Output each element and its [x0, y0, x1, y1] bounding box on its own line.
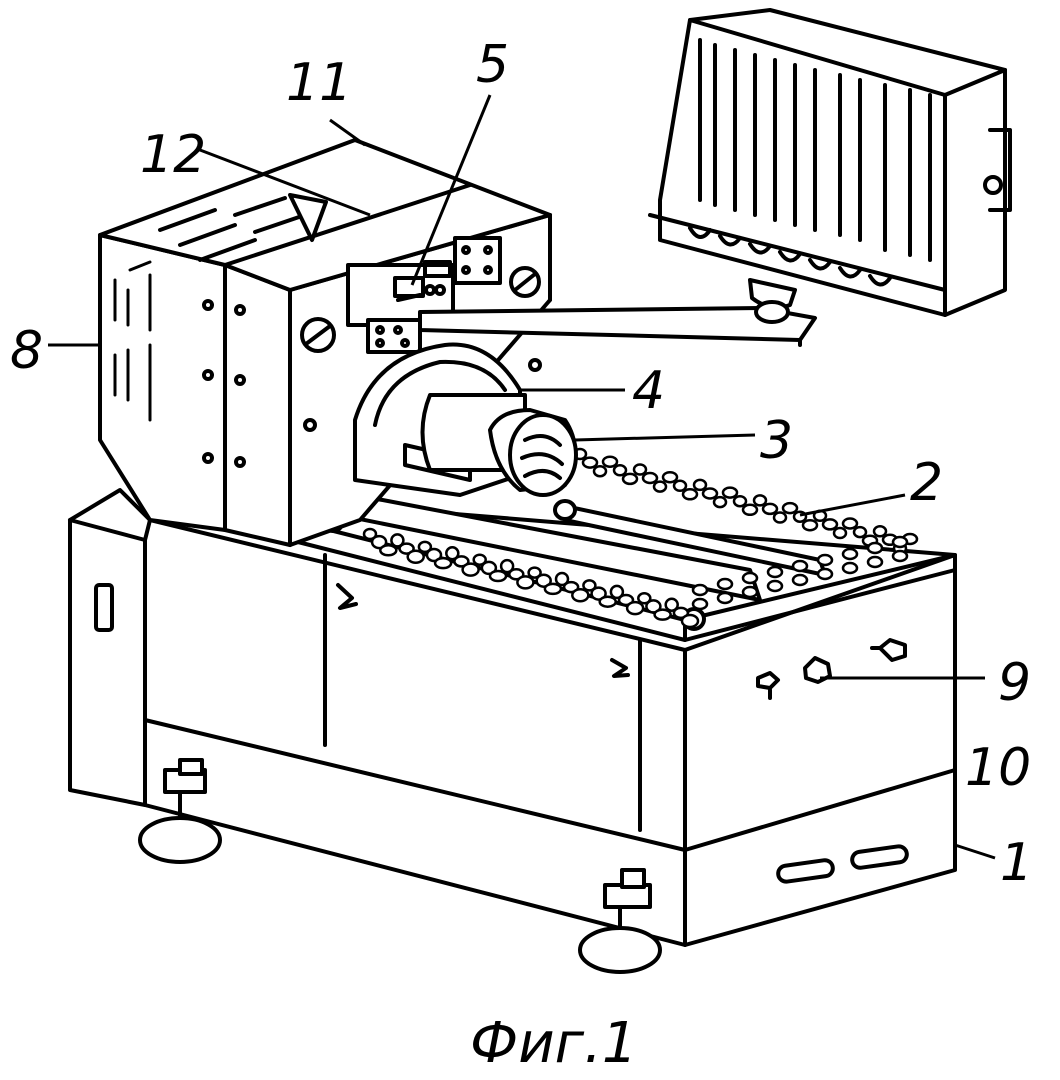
shot-ball — [874, 526, 886, 536]
shot-ball — [783, 503, 797, 513]
shot-ball — [703, 489, 717, 499]
shot-ball — [654, 482, 666, 492]
shot-ball — [718, 593, 732, 603]
shot-ball — [623, 474, 637, 484]
figure-caption: Фиг.1 — [470, 1011, 637, 1076]
numeral-11b: 11 — [286, 53, 352, 113]
shot-ball — [774, 513, 786, 523]
shot-ball — [743, 573, 757, 583]
shot-ball — [694, 480, 706, 490]
shot-ball — [743, 587, 757, 597]
shot-ball — [763, 504, 777, 514]
shot-ball — [843, 519, 857, 529]
numeral-4: 4 — [632, 361, 665, 421]
shot-ball — [380, 545, 396, 555]
shot-ball — [803, 520, 817, 530]
shot-ball — [754, 495, 766, 505]
shot-ball — [718, 579, 732, 589]
shot-ball — [643, 473, 657, 483]
shot-ball — [893, 537, 907, 547]
numeral-2: 2 — [910, 453, 943, 513]
shot-ball — [603, 457, 617, 467]
numeral-1: 1 — [1000, 833, 1033, 893]
shot-ball — [627, 602, 643, 614]
shot-ball — [818, 555, 832, 565]
shot-ball — [818, 569, 832, 579]
shot-ball — [734, 496, 746, 506]
numeral-5: 5 — [476, 35, 509, 95]
shot-ball — [868, 557, 882, 567]
shot-ball — [594, 466, 606, 476]
shot-ball — [682, 615, 698, 627]
shot-ball — [793, 561, 807, 571]
shot-ball — [693, 599, 707, 609]
shot-ball — [723, 488, 737, 498]
numeral-9: 9 — [998, 653, 1031, 713]
shot-ball — [545, 584, 561, 594]
numeral-3: 3 — [760, 411, 793, 471]
shot-ball — [768, 581, 782, 591]
shot-ball — [854, 527, 866, 537]
shot-ball — [843, 563, 857, 573]
shot-ball — [743, 505, 757, 515]
shot-ball — [614, 465, 626, 475]
shot-ball — [674, 481, 686, 491]
shot-ball — [714, 497, 726, 507]
shot-ball — [768, 567, 782, 577]
shot-ball — [823, 519, 837, 529]
shot-ball — [663, 472, 677, 482]
shot-ball — [634, 465, 646, 475]
shot-ball — [683, 489, 697, 499]
shot-ball — [893, 551, 907, 561]
shot-ball — [572, 589, 588, 601]
numeral-12: 12 — [140, 125, 206, 185]
shot-ball — [655, 610, 671, 620]
nozzle-block — [650, 10, 1010, 322]
shot-ball — [583, 458, 597, 468]
shot-ball — [693, 585, 707, 595]
shot-ball — [408, 551, 424, 563]
shot-ball — [463, 564, 479, 576]
shot-ball — [834, 528, 846, 538]
shot-ball — [793, 575, 807, 585]
shot-ball — [490, 571, 506, 581]
shot-ball — [843, 549, 857, 559]
numeral-10: 10 — [965, 738, 1031, 798]
shot-ball — [435, 558, 451, 568]
shot-ball — [517, 576, 533, 588]
shot-ball — [868, 543, 882, 553]
numeral-8: 8 — [10, 321, 43, 381]
spindle-assembly — [355, 345, 576, 495]
shot-ball — [600, 597, 616, 607]
